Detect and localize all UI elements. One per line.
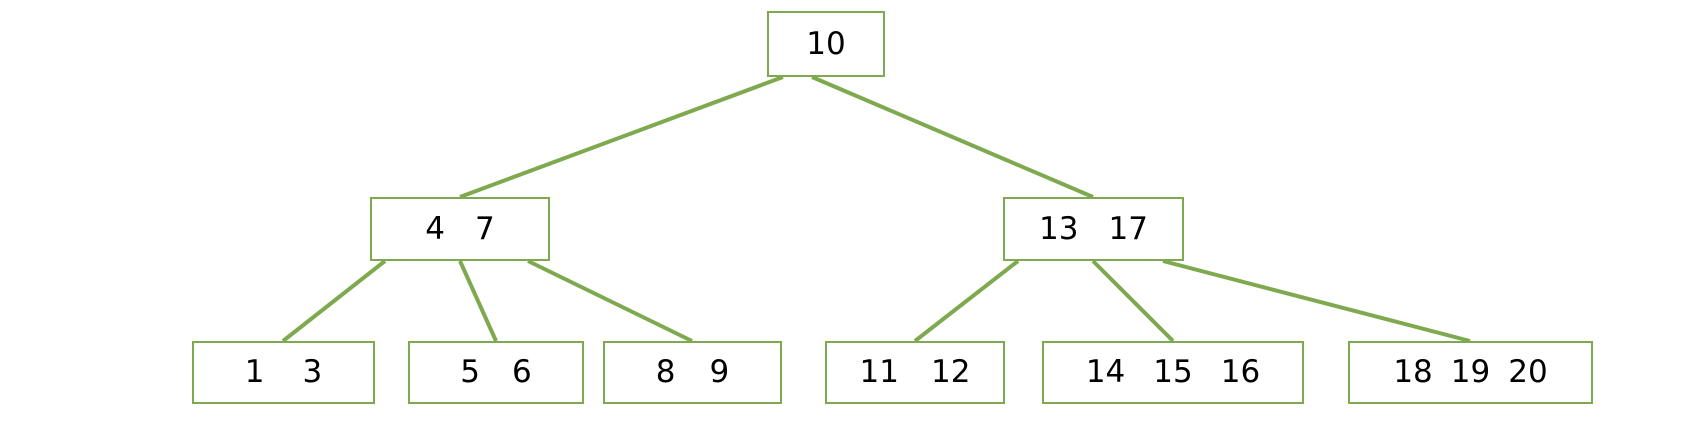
node-key: 10 — [806, 25, 846, 62]
tree-edge — [1162, 259, 1471, 343]
node-key: 9 — [709, 354, 730, 390]
node-key: 6 — [512, 354, 532, 390]
tree-edge — [458, 260, 498, 342]
tree-edge — [1091, 259, 1175, 343]
node-key: 19 — [1450, 354, 1491, 390]
node-key-list: 10 — [806, 25, 846, 62]
tree-edge — [459, 75, 784, 199]
node-key-list: 13 17 — [1039, 210, 1148, 247]
node-key: 11 — [859, 354, 899, 390]
node-key: 3 — [302, 354, 323, 390]
node-key: 1 — [244, 354, 265, 390]
node-key: 8 — [655, 354, 676, 390]
tree-node[interactable]: 11 12 — [825, 341, 1005, 404]
node-key: 17 — [1108, 210, 1148, 247]
node-key: 14 — [1085, 354, 1126, 390]
node-key-list: 18 19 20 — [1393, 357, 1547, 388]
node-key: 18 — [1393, 354, 1433, 390]
node-key-list: 11 12 — [860, 357, 971, 388]
tree-edge — [811, 75, 1094, 199]
node-key: 4 — [425, 210, 445, 247]
node-key: 20 — [1508, 354, 1548, 390]
node-key: 5 — [460, 354, 480, 390]
tree-node[interactable]: 14 15 16 — [1042, 341, 1304, 404]
tree-edge — [281, 259, 387, 343]
node-key: 7 — [475, 210, 495, 247]
tree-edge — [527, 259, 693, 343]
node-key: 16 — [1220, 354, 1261, 390]
tree-node[interactable]: 10 — [767, 11, 885, 77]
node-key: 12 — [931, 354, 971, 390]
node-key: 15 — [1153, 354, 1193, 390]
node-key-list: 14 15 16 — [1086, 357, 1260, 388]
tree-node[interactable]: 13 17 — [1003, 197, 1184, 261]
tree-node[interactable]: 18 19 20 — [1348, 341, 1593, 404]
node-key: 13 — [1039, 210, 1079, 247]
tree-edge — [913, 259, 1020, 343]
